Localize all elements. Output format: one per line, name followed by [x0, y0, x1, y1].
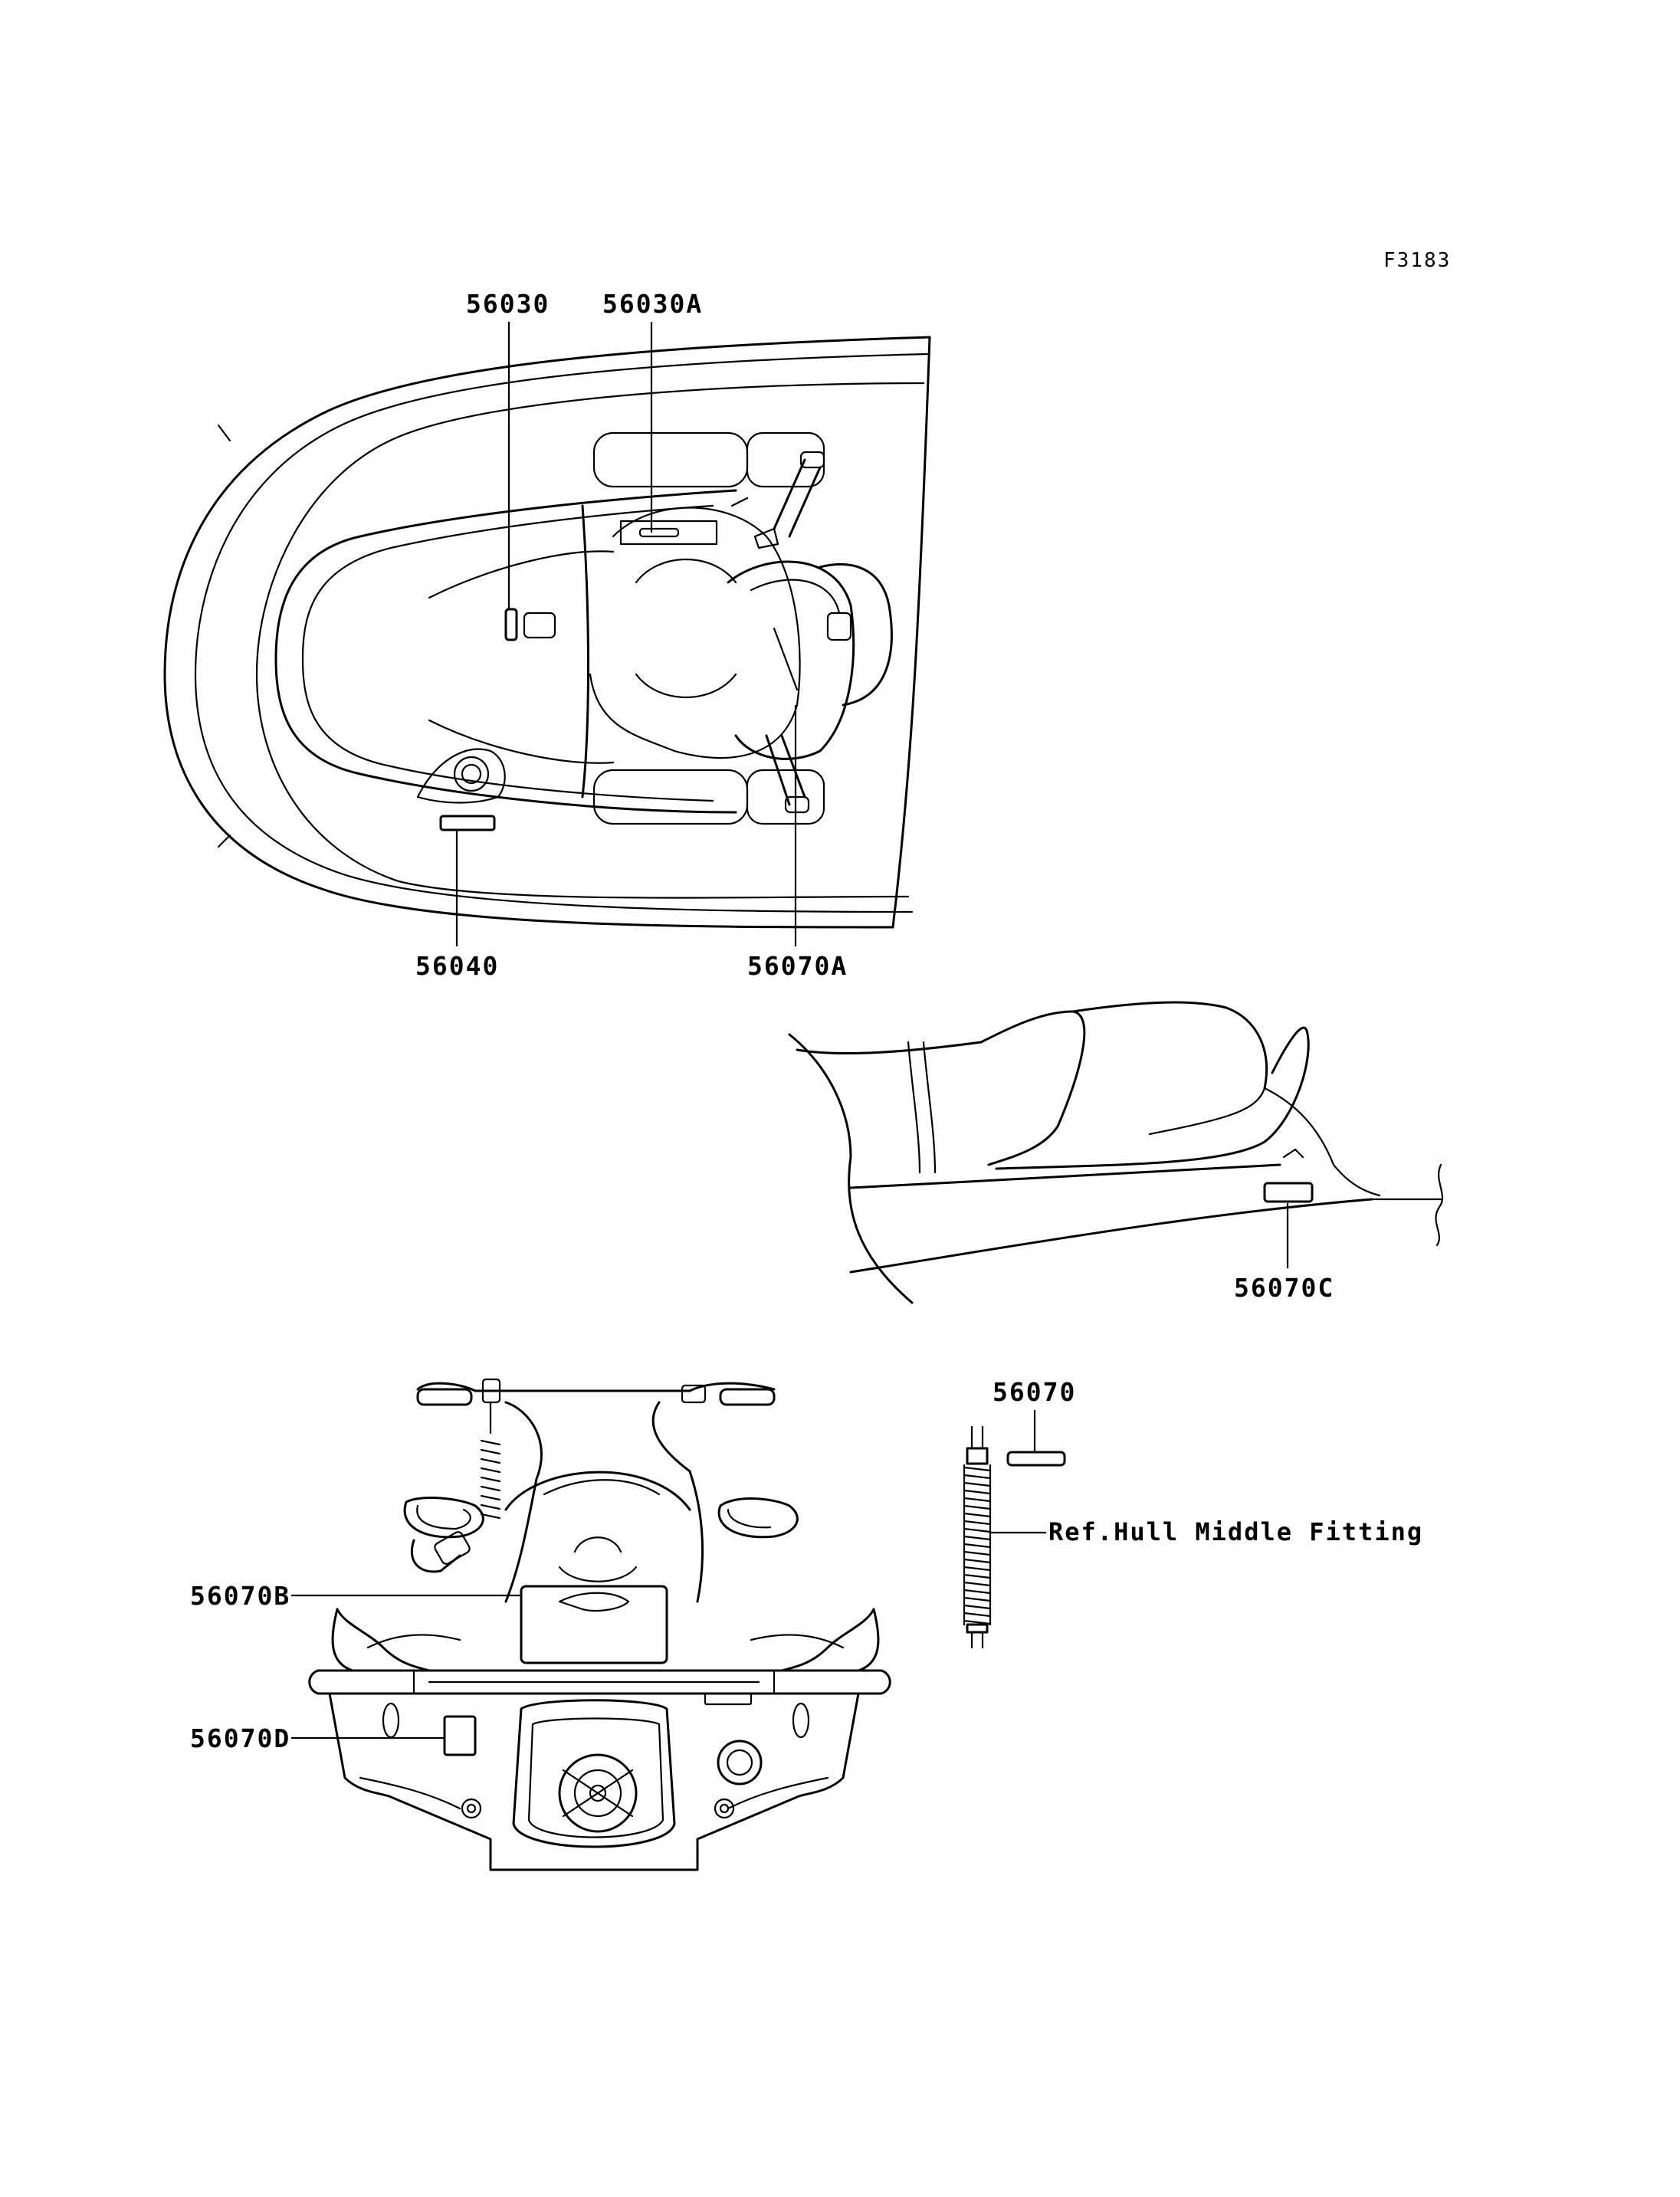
hull-middle-fitting [963, 1425, 992, 1649]
callout-56070c: 56070C [1234, 1273, 1334, 1303]
decal-56070b [520, 1585, 668, 1664]
figure-code: F3183 [1383, 249, 1451, 272]
callout-56070b: 56070B [190, 1581, 290, 1611]
decal-56070d [443, 1715, 477, 1756]
callout-56030: 56030 [466, 289, 550, 319]
callout-56070a: 56070A [747, 951, 848, 981]
decal-56070 [1006, 1451, 1066, 1467]
decal-56040 [439, 815, 496, 831]
seat-side-view [788, 1001, 1444, 1304]
rear-view [308, 1378, 891, 1871]
ref-hull-middle-fitting-label: Ref.Hull Middle Fitting [1048, 1517, 1423, 1546]
callout-56070d: 56070D [190, 1723, 290, 1753]
callout-56070: 56070 [993, 1377, 1076, 1407]
callout-56040: 56040 [415, 951, 499, 981]
fuel-cap-icon [416, 748, 506, 804]
decal-56030 [504, 608, 518, 641]
callout-56030a: 56030A [602, 289, 703, 319]
hull-top-view [163, 336, 931, 929]
decal-56070c [1263, 1182, 1314, 1203]
